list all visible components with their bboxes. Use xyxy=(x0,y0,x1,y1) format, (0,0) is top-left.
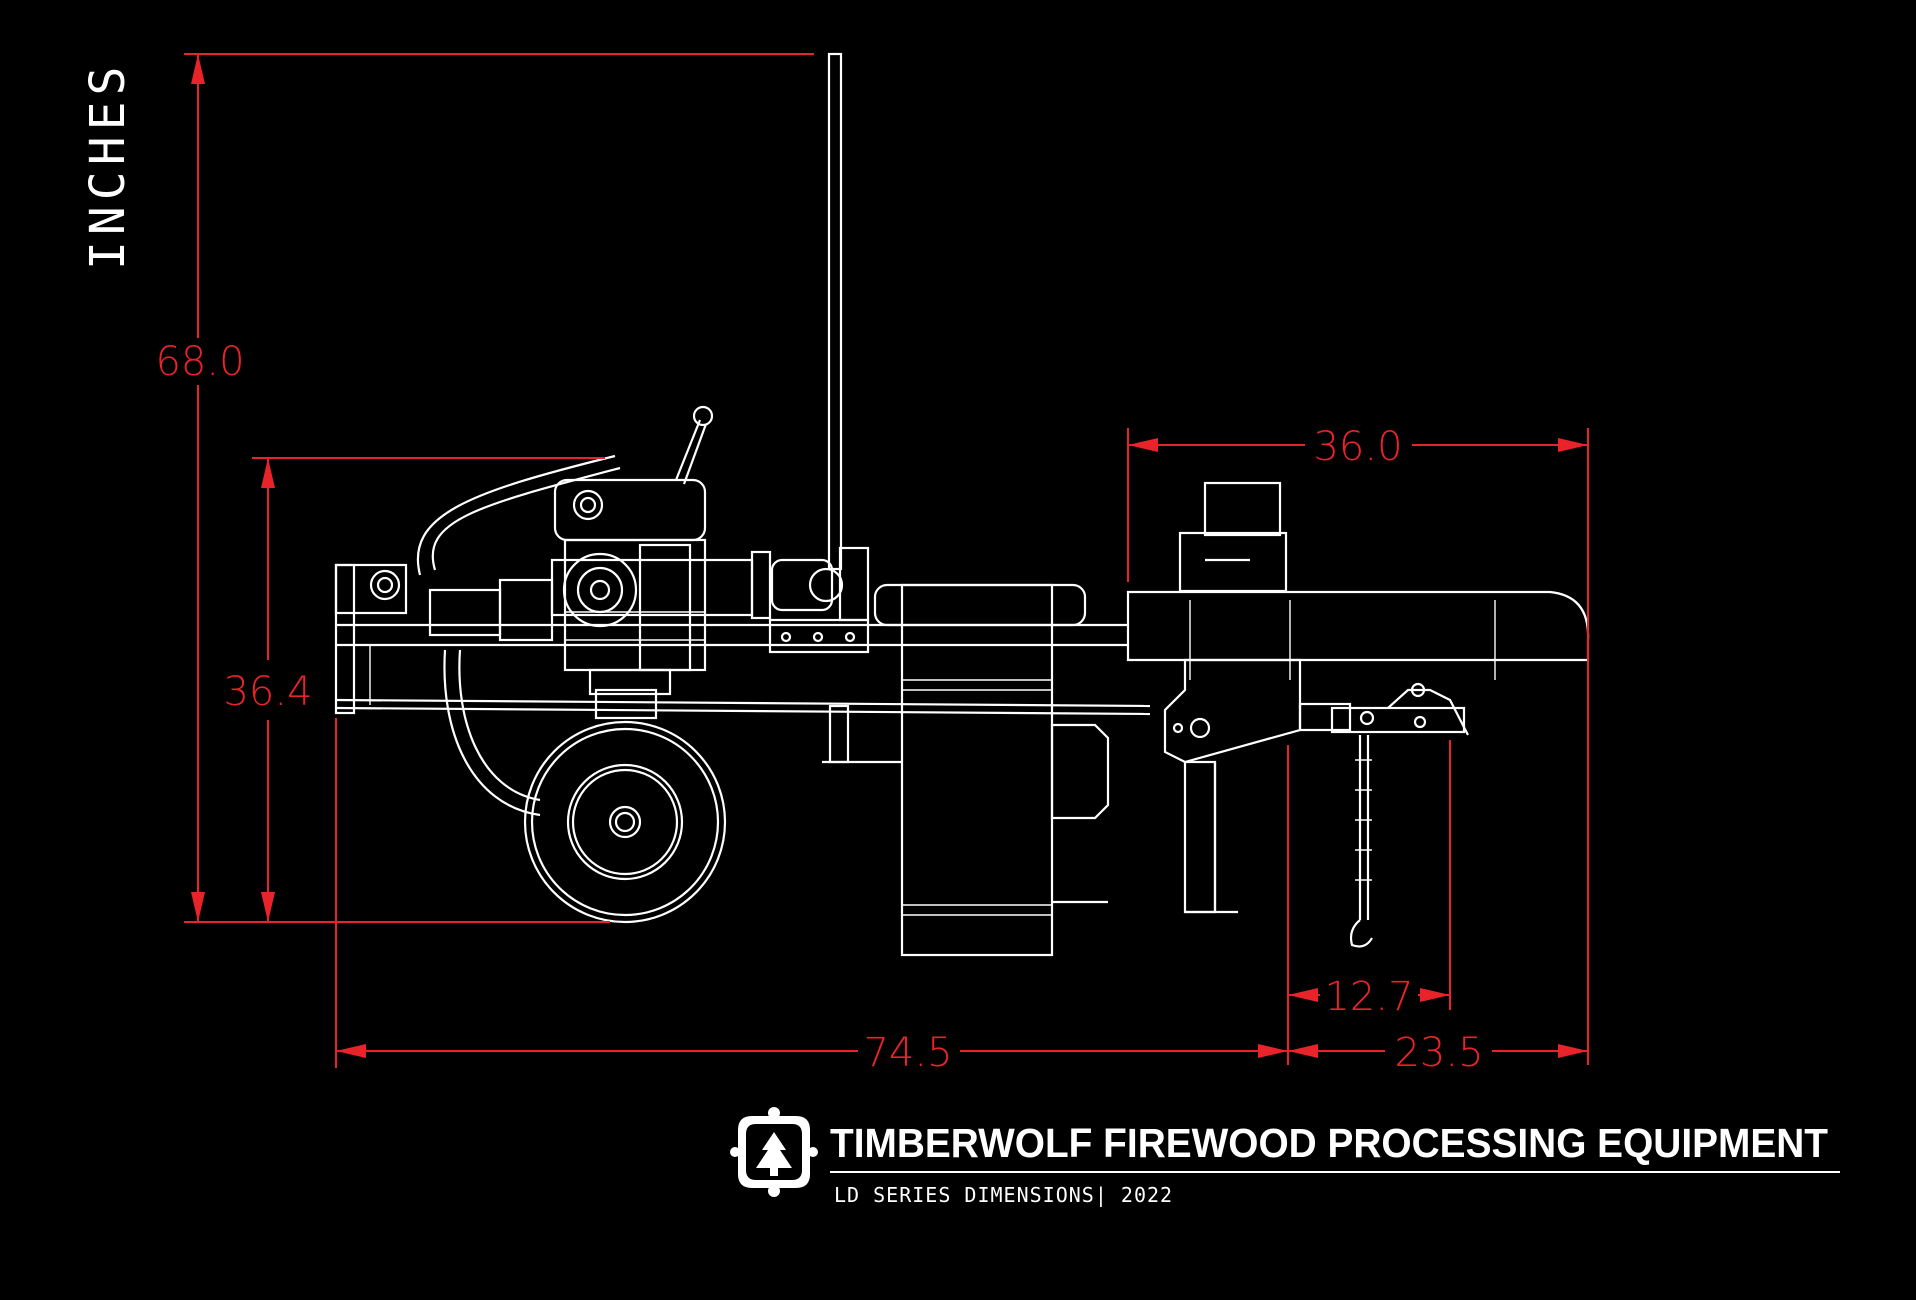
dimension-tongue-length: 23.5 xyxy=(1288,1030,1588,1076)
log-splitter-outline xyxy=(334,52,1590,957)
dimension-overall-height: 68.0 xyxy=(155,53,814,923)
dimension-label-hitch-offset: 12.7 xyxy=(1324,974,1413,1020)
dimension-label-overall-length: 74.5 xyxy=(863,1030,952,1076)
dimension-overall-length: 74.5 xyxy=(335,718,1288,1076)
dimension-hitch-offset: 12.7 xyxy=(1287,740,1451,1065)
dimension-label-tongue-length: 23.5 xyxy=(1394,1030,1483,1076)
tree-badge-icon xyxy=(730,1107,818,1197)
dimension-label-engine-height: 36.4 xyxy=(223,669,312,715)
units-label: INCHES xyxy=(80,61,136,270)
brand-subtitle: LD SERIES DIMENSIONS| 2022 xyxy=(834,1183,1173,1207)
dimension-label-overall-height: 68.0 xyxy=(155,339,244,385)
dimension-label-table-width: 36.0 xyxy=(1313,424,1402,470)
brand-title: TIMBERWOLF FIREWOOD PROCESSING EQUIPMENT xyxy=(830,1120,1828,1166)
branding-block: TIMBERWOLF FIREWOOD PROCESSING EQUIPMENT… xyxy=(730,1107,1840,1207)
dimension-engine-height: 36.4 xyxy=(223,457,605,922)
dimension-table-width: 36.0 xyxy=(1127,424,1589,1065)
